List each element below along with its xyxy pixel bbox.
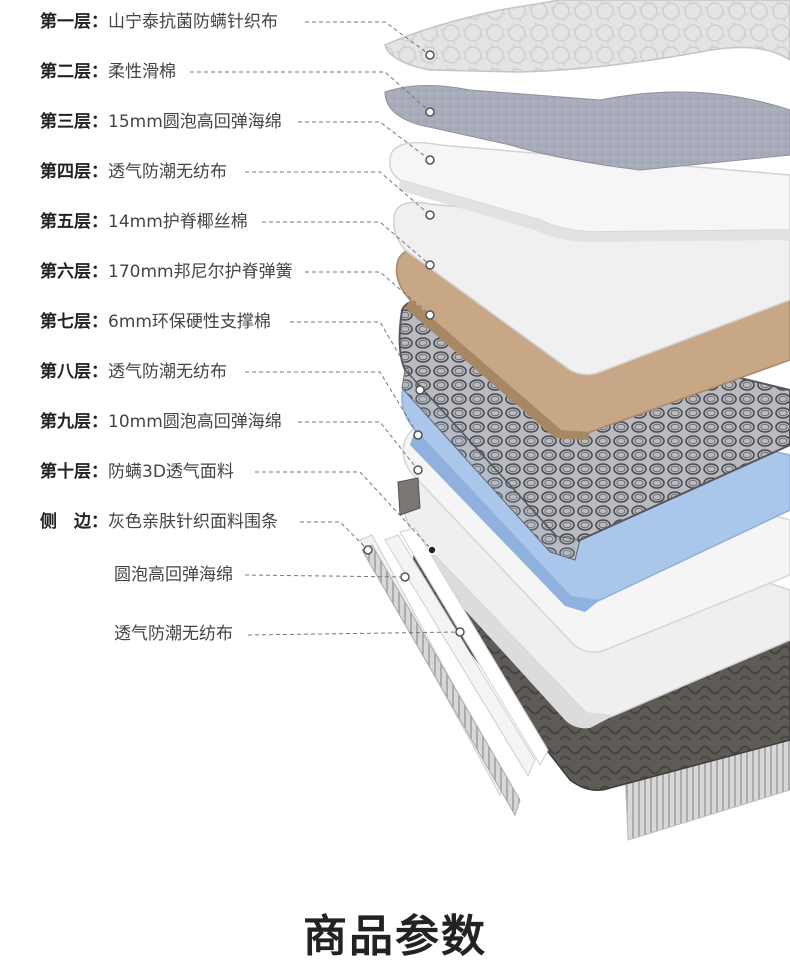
layer-title: 第十层： [40, 462, 108, 482]
side-item-2-label: 圆泡高回弹海绵 [114, 565, 233, 585]
layer-desc: 防螨3D透气面料 [108, 462, 234, 482]
layer-title: 第四层： [40, 162, 108, 182]
section-title: 商品参数 [0, 900, 790, 964]
layer-4-label: 第四层：透气防潮无纺布 [40, 162, 227, 182]
layer-3-label: 第三层：15mm圆泡高回弹海绵 [40, 112, 282, 132]
layer-desc: 170mm邦尼尔护脊弹簧 [108, 262, 293, 282]
layer-title: 第八层： [40, 362, 108, 382]
layer-title: 第六层： [40, 262, 108, 282]
layer-title: 第五层： [40, 212, 108, 232]
layer-desc: 柔性滑棉 [108, 62, 176, 82]
side-item-3-label: 透气防潮无纺布 [114, 624, 233, 644]
layer-title: 第三层： [40, 112, 108, 132]
layer-6-label: 第六层：170mm邦尼尔护脊弹簧 [40, 262, 293, 282]
layer-desc: 15mm圆泡高回弹海绵 [108, 112, 282, 132]
side-title: 侧 边： [40, 512, 108, 532]
layer-1-label: 第一层：山宁泰抗菌防螨针织布 [40, 12, 278, 32]
layer-7-label: 第七层：6mm环保硬性支撑棉 [40, 312, 271, 332]
side-item-2: 圆泡高回弹海绵 [114, 565, 233, 585]
layer-1-quilted-top [385, 0, 790, 72]
layer-desc: 14mm护脊椰丝棉 [108, 212, 248, 232]
side-item-1: 灰色亲肤针织面料围条 [108, 512, 278, 532]
layer-title: 第七层： [40, 312, 108, 332]
layer-5-label: 第五层：14mm护脊椰丝棉 [40, 212, 248, 232]
mattress-layers-illustration [0, 0, 790, 880]
layer-desc: 6mm环保硬性支撑棉 [108, 312, 271, 332]
layer-desc: 透气防潮无纺布 [108, 162, 227, 182]
layer-10-label: 第十层：防螨3D透气面料 [40, 462, 234, 482]
layer-2-label: 第二层：柔性滑棉 [40, 62, 176, 82]
side-label: 侧 边：灰色亲肤针织面料围条 [40, 512, 278, 532]
layer-title: 第九层： [40, 412, 108, 432]
layer-title: 第一层： [40, 12, 108, 32]
layer-desc: 山宁泰抗菌防螨针织布 [108, 12, 278, 32]
side-item-3: 透气防潮无纺布 [114, 624, 233, 644]
layer-desc: 透气防潮无纺布 [108, 362, 227, 382]
layer-9-label: 第九层：10mm圆泡高回弹海绵 [40, 412, 282, 432]
layer-8-label: 第八层：透气防潮无纺布 [40, 362, 227, 382]
layer-desc: 10mm圆泡高回弹海绵 [108, 412, 282, 432]
layer-title: 第二层： [40, 62, 108, 82]
